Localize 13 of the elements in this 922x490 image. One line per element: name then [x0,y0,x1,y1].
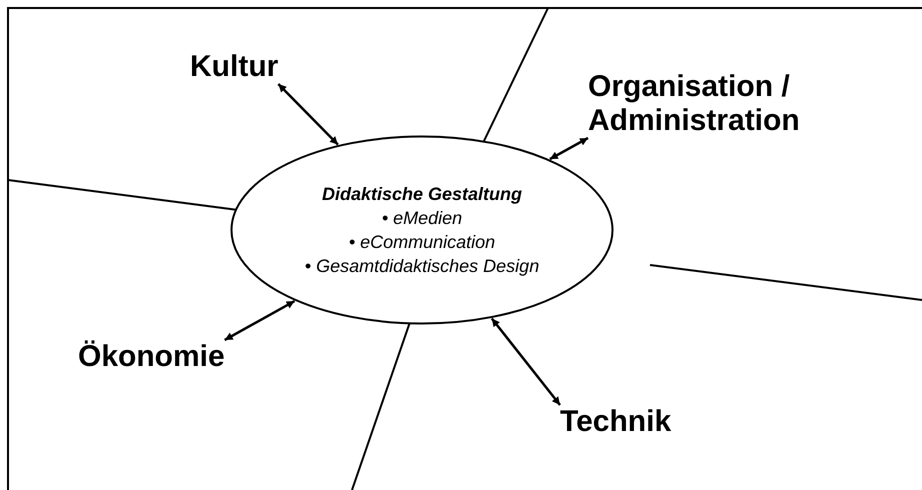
region-label: Technik [560,405,672,439]
bullet-item: • eMedien [380,207,464,230]
region-label: Organisation / Administration [588,70,848,138]
double-arrow [224,300,296,342]
double-arrow [490,318,561,406]
center-ellipse [230,135,614,325]
bullet-item: • Gesamtdidaktisches Design [304,255,540,278]
double-arrow [277,83,339,146]
region-label: Kultur [190,50,278,84]
double-arrow [549,136,589,160]
ellipse-heading: Didaktische Gestaltung [320,183,524,206]
region-label: Ökonomie [78,340,225,374]
bullet-item: • eCommunication [348,231,496,254]
